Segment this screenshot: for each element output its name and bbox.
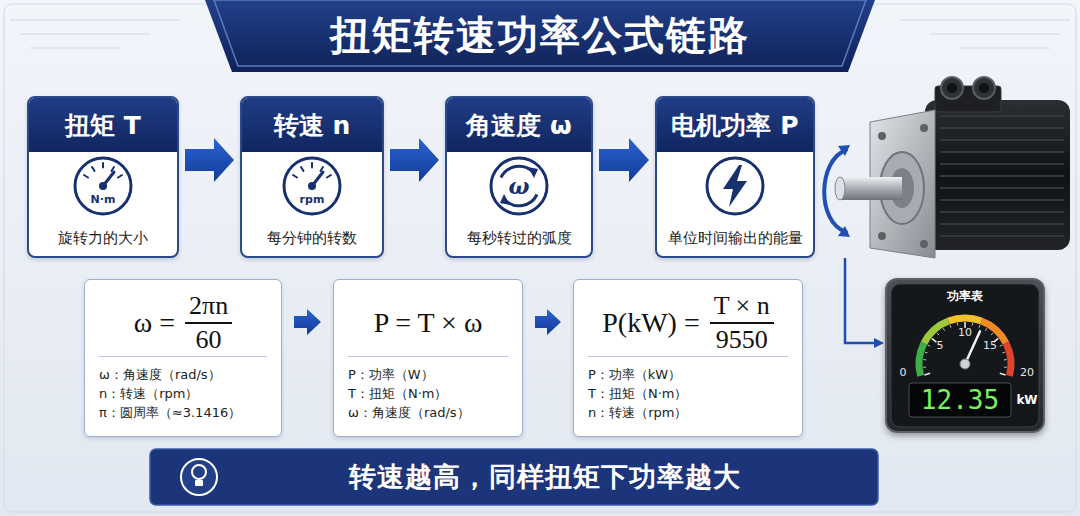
card-heading: 角速度 ω bbox=[447, 98, 591, 152]
formula-row: P(kW) = T × n9550 bbox=[588, 290, 788, 356]
icon-label: rpm bbox=[242, 193, 382, 206]
scale-number: 5 bbox=[937, 339, 944, 352]
formula: P = T × ω bbox=[374, 307, 483, 339]
bolt-icon bbox=[703, 154, 767, 218]
formula-lhs: P(kW) = bbox=[602, 307, 699, 339]
icon-label: ω bbox=[447, 174, 591, 198]
card-description: 旋转力的大小 bbox=[29, 229, 177, 247]
flow-arrow bbox=[185, 138, 234, 182]
variable-note: T：扭矩（N·m） bbox=[348, 384, 508, 403]
scale-number: 20 bbox=[1020, 366, 1034, 379]
card-description: 每分钟的转数 bbox=[242, 229, 382, 247]
variable-note: P：功率（W） bbox=[348, 365, 508, 384]
flow-arrow bbox=[599, 138, 649, 182]
variable-note: π：圆周率（≈3.1416） bbox=[99, 403, 267, 422]
power-meter: 功率表 0 5 10 15 20 12.35 kW bbox=[885, 278, 1045, 433]
flow-arrow bbox=[294, 309, 321, 335]
variable-note: T：扭矩（N·m） bbox=[588, 384, 788, 403]
flow-arrow bbox=[390, 138, 439, 182]
icon-label: N·m bbox=[29, 193, 177, 206]
divider bbox=[99, 356, 267, 357]
scale-number: 10 bbox=[958, 326, 972, 339]
background-lines bbox=[4, 4, 1076, 512]
denominator: 9550 bbox=[716, 324, 768, 355]
denominator: 60 bbox=[196, 324, 222, 355]
formula-lhs: ω = bbox=[134, 307, 175, 339]
divider bbox=[588, 356, 788, 357]
numerator: 2πn bbox=[185, 291, 232, 324]
caption-text: 转速越高，同样扭矩下功率越大 bbox=[225, 449, 865, 505]
formula-card: P(kW) = T × n9550P：功率（kW）T：扭矩（N·m）n：转速（rp… bbox=[573, 279, 803, 437]
formula-row: P = T × ω bbox=[348, 290, 508, 356]
numerator: T × n bbox=[710, 291, 774, 324]
variable-note: ω：角速度（rad/s） bbox=[348, 403, 508, 422]
fraction: T × n9550 bbox=[710, 291, 774, 355]
concept-card: 角速度 ω ω 每秒转过的弧度 bbox=[445, 96, 593, 258]
variable-list: P：功率（W）T：扭矩（N·m）ω：角速度（rad/s） bbox=[348, 365, 508, 422]
formula-card: P = T × ω P：功率（W）T：扭矩（N·m）ω：角速度（rad/s） bbox=[333, 279, 523, 437]
variable-list: ω：角速度（rad/s）n：转速（rpm）π：圆周率（≈3.1416） bbox=[99, 365, 267, 422]
title-banner bbox=[205, 0, 875, 72]
caption-band bbox=[150, 449, 878, 505]
card-description: 单位时间输出的能量 bbox=[657, 229, 813, 247]
flow-arrow bbox=[535, 309, 561, 335]
scale-number: 0 bbox=[900, 366, 907, 379]
variable-note: ω：角速度（rad/s） bbox=[99, 365, 267, 384]
variable-note: n：转速（rpm） bbox=[99, 384, 267, 403]
scale-number: 15 bbox=[983, 339, 997, 352]
fraction: 2πn60 bbox=[185, 291, 232, 355]
title-text: 扭矩转速功率公式链路 bbox=[232, 0, 848, 70]
rotation-arrowhead bbox=[838, 226, 850, 237]
gauge-icon bbox=[71, 154, 135, 218]
formula-card: ω = 2πn60 ω：角速度（rad/s）n：转速（rpm）π：圆周率（≈3.14… bbox=[84, 279, 282, 437]
output-line bbox=[845, 258, 876, 343]
variable-note: n：转速（rpm） bbox=[588, 403, 788, 422]
motor-illustration bbox=[835, 77, 1070, 258]
concept-card: 转速 n rpm 每分钟的转数 bbox=[240, 96, 384, 258]
gauge-title: 功率表 bbox=[947, 288, 983, 305]
card-description: 每秒转过的弧度 bbox=[447, 229, 591, 247]
card-heading: 扭矩 T bbox=[29, 98, 177, 152]
concept-card: 电机功率 P 单位时间输出的能量 bbox=[655, 96, 815, 258]
variable-note: P：功率（kW） bbox=[588, 365, 788, 384]
concept-card: 扭矩 T N·m 旋转力的大小 bbox=[27, 96, 179, 258]
unit-label: kW bbox=[1016, 393, 1037, 407]
formula-row: ω = 2πn60 bbox=[99, 290, 267, 356]
rotation-arrowhead bbox=[838, 145, 850, 156]
lcd-reading: 12.35 bbox=[921, 385, 999, 415]
gauge-icon bbox=[280, 154, 344, 218]
rotation-arrow bbox=[824, 150, 846, 232]
output-arrowhead bbox=[874, 338, 884, 348]
card-heading: 电机功率 P bbox=[657, 98, 813, 152]
variable-list: P：功率（kW）T：扭矩（N·m）n：转速（rpm） bbox=[588, 365, 788, 422]
card-heading: 转速 n bbox=[242, 98, 382, 152]
divider bbox=[348, 356, 508, 357]
